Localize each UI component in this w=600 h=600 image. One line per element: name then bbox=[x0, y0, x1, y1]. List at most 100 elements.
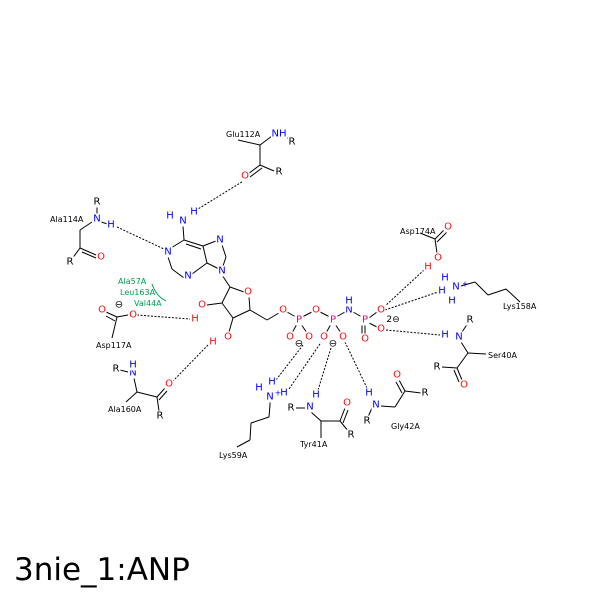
atom-o: O bbox=[393, 370, 401, 381]
atom-h: H bbox=[365, 388, 373, 399]
atom-label-background bbox=[243, 286, 253, 298]
hydrophobic-label: Leu163A bbox=[120, 288, 156, 297]
bond bbox=[156, 387, 166, 398]
bond bbox=[487, 288, 507, 296]
bond bbox=[202, 240, 217, 247]
bond bbox=[222, 256, 227, 267]
atom-label-background bbox=[223, 331, 233, 343]
bond bbox=[259, 164, 275, 172]
atom-label-background bbox=[454, 331, 464, 343]
atom-label-background bbox=[465, 314, 475, 326]
atom-label-background bbox=[392, 369, 402, 381]
atom-o: O bbox=[312, 305, 320, 316]
atom-label-background bbox=[338, 331, 348, 343]
atom-h: H bbox=[280, 388, 288, 399]
atom-o: O bbox=[343, 398, 351, 409]
bond bbox=[105, 311, 118, 318]
residue-label: Asp174A bbox=[400, 227, 436, 236]
atom-r: R bbox=[67, 257, 74, 268]
atom-label-background bbox=[305, 401, 315, 413]
bond bbox=[105, 315, 116, 322]
residue-label: Ser40A bbox=[488, 351, 517, 360]
bond bbox=[456, 352, 469, 369]
bond bbox=[133, 377, 138, 393]
atom-r: R bbox=[276, 167, 283, 178]
atom-h: H bbox=[166, 211, 174, 222]
bond bbox=[395, 381, 403, 394]
atom-o: O bbox=[361, 334, 369, 345]
hydrophobic-contact-arc bbox=[151, 283, 167, 302]
atom-n: N bbox=[452, 282, 459, 293]
bond bbox=[467, 352, 487, 355]
atom-n: N bbox=[345, 305, 352, 316]
negative-charge: ⊖ bbox=[115, 300, 123, 311]
atom-n: N bbox=[216, 235, 223, 246]
atom-label-background bbox=[447, 295, 457, 307]
bond bbox=[434, 238, 438, 254]
atom-o: O bbox=[377, 324, 385, 335]
atom-label-background bbox=[437, 285, 447, 297]
bond bbox=[266, 312, 280, 321]
bond bbox=[460, 341, 469, 354]
hydrogen-bond bbox=[136, 314, 191, 320]
atom-h: H bbox=[448, 296, 456, 307]
atom-label-background bbox=[92, 213, 102, 225]
double-negative-charge: 2⊖ bbox=[386, 315, 399, 325]
bond bbox=[170, 239, 185, 249]
residue-labels: Glu112A Ala114A Asp117A Ala160A Lys59A T… bbox=[50, 130, 537, 460]
residue-label: Ala160A bbox=[108, 405, 142, 414]
atom-r: R bbox=[348, 430, 355, 441]
atom-label-background bbox=[163, 246, 173, 258]
bond bbox=[182, 225, 185, 241]
atom-nh: NH bbox=[272, 129, 287, 140]
atom-p: P bbox=[296, 315, 302, 326]
atom-o: O bbox=[434, 253, 442, 264]
atom-h: H bbox=[345, 296, 353, 307]
bond bbox=[221, 274, 231, 288]
bond bbox=[248, 296, 251, 311]
bond bbox=[183, 239, 204, 247]
atom-o: O bbox=[98, 305, 106, 316]
hydrogen-bond bbox=[383, 269, 425, 308]
atom-o: O bbox=[279, 305, 287, 316]
hydrogen-bond bbox=[172, 344, 209, 382]
hydrophobic-labels: Ala57A Leu163A Val44A bbox=[118, 277, 162, 308]
atom-o: O bbox=[460, 380, 468, 391]
bond bbox=[259, 135, 273, 146]
atom-label-background bbox=[164, 378, 174, 390]
atom-n: N bbox=[455, 332, 462, 343]
diagram-title: 3nie_1:ANP bbox=[14, 552, 190, 588]
bond bbox=[380, 405, 396, 408]
bond bbox=[156, 396, 160, 412]
atom-label-background bbox=[190, 313, 200, 325]
bond bbox=[228, 317, 234, 333]
atom-r: R bbox=[364, 416, 371, 427]
bond bbox=[171, 268, 185, 279]
atom-label-background bbox=[254, 382, 264, 394]
atom-label-background bbox=[286, 402, 296, 414]
atom-r: R bbox=[422, 388, 429, 399]
bond bbox=[249, 422, 252, 441]
hydrogen-bond bbox=[385, 329, 441, 336]
atom-h: H bbox=[268, 377, 276, 388]
bond bbox=[250, 416, 270, 424]
bond bbox=[206, 302, 223, 306]
atom-h: H bbox=[441, 330, 449, 341]
atom-o: O bbox=[244, 287, 252, 298]
bond bbox=[191, 262, 208, 275]
atom-label-background bbox=[97, 304, 107, 316]
hydrogen-bonds bbox=[116, 179, 441, 391]
atom-label-background bbox=[432, 361, 442, 373]
atom-n: N bbox=[179, 216, 186, 227]
atom-label-background bbox=[178, 215, 188, 227]
atom-label-background bbox=[342, 397, 352, 409]
atom-label-background bbox=[65, 256, 75, 268]
residue-label: Lys59A bbox=[219, 451, 248, 460]
bonds bbox=[71, 135, 521, 448]
bond bbox=[460, 281, 476, 287]
positive-charge: + bbox=[462, 280, 469, 289]
atom-label-background bbox=[319, 331, 329, 343]
atom-n: N bbox=[184, 271, 191, 282]
